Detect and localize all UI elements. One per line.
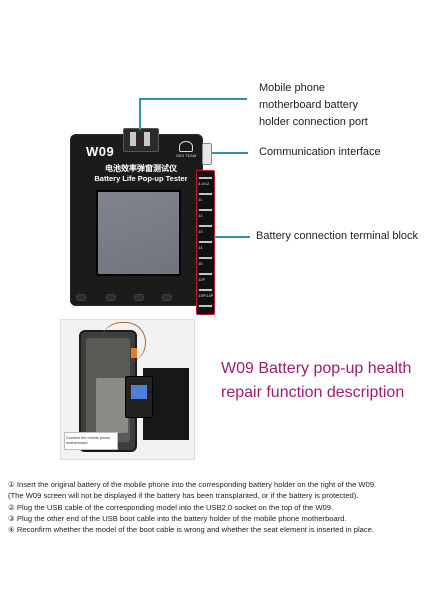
brand-name: OSS TEAM	[175, 153, 197, 158]
photo-caption: Connect the mobile phone motherboard	[66, 436, 111, 445]
step-4: ④ Reconfirm whether the model of the boo…	[8, 525, 375, 535]
usb-plug	[131, 348, 137, 358]
caption-card	[64, 432, 118, 450]
instruction-steps: ① Insert the original battery of the mob…	[8, 479, 420, 535]
step-1: ① Insert the original battery of the mob…	[8, 480, 377, 489]
device-screen	[96, 190, 181, 276]
step-3: ③ Plug the other end of the USB boot cab…	[8, 513, 347, 523]
brand-icon	[179, 141, 193, 152]
device-en-title: Battery Life Pop-up Tester	[94, 174, 188, 183]
callout-line-comm	[212, 152, 248, 154]
callout-line-terminal	[214, 236, 250, 238]
battery-holder-port	[123, 128, 159, 152]
headline: W09 Battery pop-up health repair functio…	[221, 360, 412, 401]
usb-c-port	[202, 143, 212, 165]
screw	[134, 294, 144, 301]
device-cn-title: 电池效率弹窗测试仪	[105, 164, 177, 173]
device-model: W09	[86, 144, 115, 159]
usb-cable	[101, 322, 146, 363]
screw	[106, 294, 116, 301]
step-2: ② Plug the USB cable of the correspondin…	[8, 502, 334, 512]
screw	[162, 294, 172, 301]
screw	[76, 294, 86, 301]
brand-logo: OSS TEAM	[175, 141, 197, 158]
connection-photo: Connect the mobile phone motherboard	[60, 319, 195, 460]
battery-terminal-board: 3-4/12 11 12 13 14 15 12P 13P/14P	[196, 170, 215, 315]
step-1-note: (The W09 screen will not be displayed if…	[8, 491, 359, 501]
callout-line-port-v	[139, 98, 141, 130]
callout-comm-text: Communication interface	[259, 146, 381, 158]
callout-terminal-text: Battery connection terminal block	[256, 230, 419, 242]
mini-tester	[125, 376, 153, 418]
callout-port-text: Mobile phone motherboard battery holder …	[259, 82, 368, 128]
callout-line-port-h	[139, 98, 247, 100]
